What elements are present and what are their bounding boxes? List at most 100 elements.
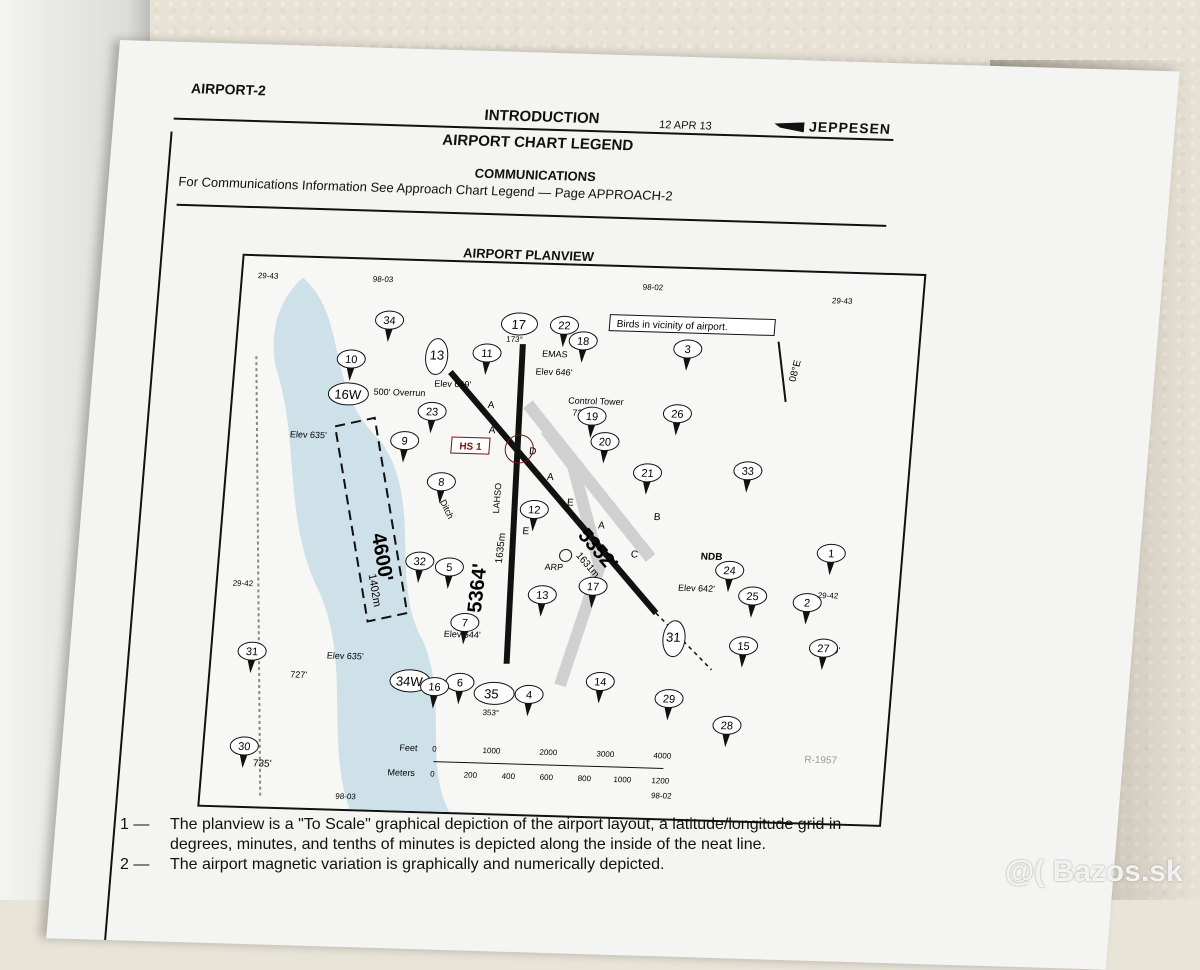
callout-balloon (673, 339, 703, 359)
hot-spot-box (450, 436, 491, 455)
callout-pointer (537, 602, 546, 617)
divider-rule (176, 203, 887, 227)
callout-number: 3 (684, 344, 691, 356)
tower-label: Control Tower (568, 395, 624, 407)
callout-balloon (792, 593, 822, 613)
variation-label: 08°E (788, 359, 804, 383)
watermark: @( Bazos.sk (1005, 855, 1183, 888)
callout-pointer (482, 360, 491, 375)
taxiway-letter: A (488, 425, 496, 436)
scale-feet-tick: 2000 (539, 748, 558, 758)
callout-pointer (346, 366, 355, 381)
callout-balloon (590, 432, 620, 452)
arp-label: ARP (544, 562, 563, 573)
callout-balloon (662, 404, 692, 424)
scale-feet-label: Feet (399, 743, 418, 754)
callout-balloon (568, 331, 598, 351)
airport-planview: 4600' 1402m 5364' 1635m 5352' 1631m 17 1… (197, 253, 927, 827)
callout-number: 22 (558, 320, 571, 332)
callout-number: 13 (536, 590, 549, 602)
scale-meters-tick: 200 (463, 771, 478, 780)
callout-pointer (738, 653, 747, 668)
runway-17-35 (503, 344, 526, 664)
callout-number: 5 (446, 562, 453, 574)
callout-pointer (725, 578, 734, 593)
grid-label: 98-02 (651, 791, 673, 801)
taxiway-letter: A (598, 520, 606, 531)
callout-number: 26 (671, 409, 684, 421)
callout-balloon (712, 715, 742, 735)
hot-spot-label: HS 1 (459, 441, 483, 453)
callout-number: 4 (525, 689, 532, 701)
runway-end-31-label: 31 (665, 629, 681, 644)
birds-note: Birds in vicinity of airport. (616, 319, 728, 333)
runway-17-35-length-m: 1635m (494, 533, 509, 564)
callout-balloon (633, 463, 663, 483)
callout-number: 8 (438, 477, 445, 489)
note-line: 1 —The planview is a "To Scale" graphica… (120, 815, 1020, 835)
scale-meters-tick: 800 (577, 774, 592, 783)
scale-meters-tick: 600 (539, 773, 554, 782)
callout-pointer (415, 568, 424, 584)
callout-number: 7 (461, 617, 468, 629)
callout-balloon (816, 543, 846, 563)
runway-end-35-hdg: 353° (482, 708, 499, 717)
callout-number: 19 (585, 411, 598, 423)
overrun-label: 500' Overrun (373, 387, 426, 399)
callout-number: 12 (528, 504, 541, 516)
callout-pointer (400, 448, 409, 463)
arp-icon (559, 548, 573, 562)
callout-number: 1 (828, 548, 835, 560)
railway-line (255, 356, 262, 797)
callout-number: 23 (425, 406, 438, 418)
callout-number: 24 (723, 565, 736, 577)
callout-number: 28 (720, 720, 733, 732)
callout-balloon (237, 641, 267, 661)
height-735: 735' (252, 758, 272, 770)
header-center: INTRODUCTION (483, 106, 601, 128)
callout-balloon (472, 343, 502, 363)
grid-label: 29-43 (832, 296, 854, 306)
taxiway-letter: E (522, 526, 530, 537)
callout-pointer (455, 690, 464, 705)
emas-label: EMAS (542, 349, 568, 360)
taxiway-letter: C (630, 549, 638, 560)
callout-number: 31 (245, 646, 258, 658)
callout-pointer (578, 348, 587, 363)
callout-number: 34 (383, 315, 396, 327)
callout-number: 20 (598, 436, 611, 448)
callout-pointer (529, 517, 538, 532)
callout-pointer (247, 659, 256, 674)
callout-balloon (578, 576, 608, 596)
runway-end-13-label: 13 (429, 347, 445, 362)
scale-meters-tick: 0 (430, 770, 436, 779)
callout-pointer (436, 489, 445, 504)
callout-balloon (420, 677, 450, 697)
runway-17-35-length: 5364' (464, 563, 492, 613)
runway-end-17-label: 17 (511, 317, 527, 332)
lahso-label: LAHSO (491, 483, 503, 514)
callout-number: 2 (804, 598, 811, 610)
grid-label: 98-02 (642, 283, 664, 293)
runway-end-34w-label: 34W (395, 673, 424, 689)
callout-balloon (654, 689, 684, 709)
callout-pointer (524, 702, 533, 717)
callout-pointer (818, 656, 827, 671)
taxiway-letters: A A D A E E A B C (487, 400, 661, 560)
callout-pointer (747, 603, 756, 618)
callout-balloon (417, 401, 447, 421)
taxiway-letter: B (653, 512, 661, 523)
planview-drawing: 4600' 1402m 5364' 1635m 5352' 1631m 17 1… (229, 271, 854, 813)
scale-meters-tick: 400 (501, 772, 516, 781)
elev-642: Elev 642' (678, 583, 716, 594)
callout-number: 16 (428, 681, 441, 693)
callout-pointer (664, 706, 673, 721)
callout-balloon (733, 461, 763, 481)
callout-pointer (743, 478, 752, 493)
hot-spot-circle (504, 434, 534, 464)
callout-balloon (229, 736, 259, 756)
callout-pointer (429, 694, 438, 709)
grid-label: 98-03 (335, 792, 357, 802)
callout-pointer (595, 689, 604, 704)
